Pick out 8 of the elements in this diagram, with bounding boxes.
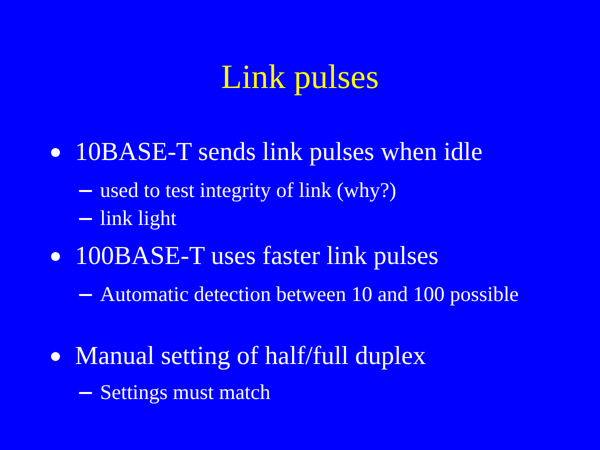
sub-bullet-text: Automatic detection between 10 and 100 possible (100, 281, 520, 307)
bullet-text: 100BASE-T uses faster link pulses (75, 240, 440, 272)
bullet-text: Manual setting of half/full duplex (75, 340, 427, 372)
bullet-text: 10BASE-T sends link pulses when idle (75, 136, 484, 168)
sub-bullet-text: link light (100, 205, 178, 231)
slide-title: Link pulses (220, 58, 380, 98)
sub-bullet-text: used to test integrity of link (why?) (100, 177, 398, 203)
sub-bullet-text: Settings must match (100, 379, 272, 405)
